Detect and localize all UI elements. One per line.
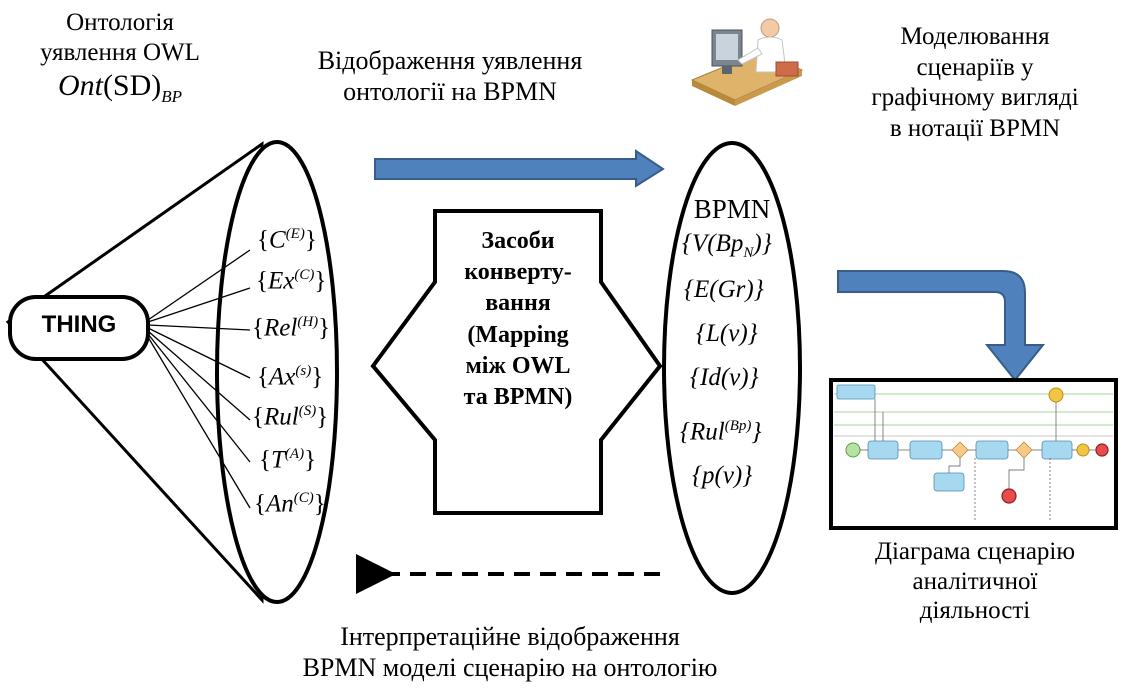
bpmn-diagram-thumbnail: [829, 378, 1118, 530]
converter-double-arrow: [370, 209, 663, 515]
bpmn-set-vertices-end: )}: [753, 230, 772, 257]
diagram-caption: Діаграма сценарію аналітичної діяльності: [830, 537, 1120, 626]
set-rules-sup: (S): [298, 403, 317, 419]
bpmn-set-labels-text: {L(v)}: [696, 320, 758, 347]
set-concepts: {C(E)}: [257, 226, 317, 254]
bottom-label: Інтерпретаційне відображення BPMN моделі…: [230, 622, 790, 683]
diagram-caption-line2: аналітичної: [912, 567, 1038, 595]
set-annotations-sup: (C): [293, 490, 314, 506]
bpmn-set-rules-sup: (Bp): [724, 418, 752, 434]
bpmn-set-vertices: {V(BpN)}: [682, 230, 772, 262]
diagram-caption-line1: Діаграма сценарію: [874, 538, 1076, 565]
modeling-title-line4: в нотації BPMN: [889, 114, 1061, 142]
bpmn-set-properties: {p(v)}: [692, 462, 752, 490]
converter-line5: між OWL: [465, 352, 571, 379]
bottom-label-line1: Інтерпретаційне відображення: [340, 622, 680, 651]
bpmn-title: BPMN: [693, 194, 771, 224]
set-concepts-base: C: [269, 226, 286, 254]
set-annotations-base: An: [266, 490, 294, 518]
bpmn-set-labels: {L(v)}: [696, 320, 758, 348]
ontology-formula-main: Ont: [57, 69, 103, 102]
bent-blue-arrow: [837, 270, 1046, 382]
thing-label: THING: [41, 311, 117, 338]
ontology-title-line1: Онтологія: [66, 9, 174, 36]
bpmn-set-properties-text: {p(v)}: [692, 462, 753, 489]
set-concepts-sup: (E): [285, 226, 305, 242]
top-arrow-label: Відображення уявлення онтології на BPMN: [270, 46, 630, 107]
set-axioms-sup: (s): [295, 363, 312, 379]
set-instances: {Ex(C)}: [256, 267, 327, 295]
ontology-title: Онтологія уявлення OWL Ont(SD)BP: [30, 8, 210, 107]
set-annotations: {An(C)}: [254, 490, 326, 518]
bpmn-set-edges: {E(Gr)}: [684, 276, 764, 304]
ontology-formula: Ont(SD)BP: [30, 68, 210, 107]
top-arrow-label-line2: онтології на BPMN: [343, 76, 557, 106]
top-blue-arrow: [374, 149, 665, 188]
ontology-ellipse: [215, 140, 339, 604]
ontology-formula-paren: (SD): [102, 69, 162, 102]
bpmn-set-ids-text: {Id(v)}: [690, 364, 759, 391]
converter-line2: конверту-: [464, 259, 572, 286]
ontology-formula-sub: BP: [161, 87, 183, 106]
bpmn-set-rules: {Rul(Bp)}: [680, 418, 761, 446]
modeling-title: Моделювання сценаріїв у графічному вигля…: [840, 22, 1110, 144]
bpmn-set-vertices-sub: N: [743, 245, 754, 261]
user-at-computer-icon: [690, 18, 804, 106]
converter-text: Засоби конверту- вання (Mapping між OWL …: [437, 226, 599, 413]
converter-line3: вання: [485, 290, 551, 317]
converter-line4: (Mapping: [467, 321, 569, 348]
set-types: {T(A)}: [259, 446, 317, 474]
set-rules-base: Rul: [264, 403, 299, 431]
bpmn-set-rules-end: }: [751, 418, 762, 446]
converter-line1: Засоби: [481, 228, 555, 254]
bpmn-set-ids: {Id(v)}: [690, 364, 759, 392]
set-rules: {Rul(S)}: [252, 403, 329, 431]
set-types-sup: (A): [284, 446, 305, 462]
set-relations: {Rel(H)}: [252, 314, 331, 342]
bottom-label-line2: BPMN моделі сценарію на онтологію: [302, 652, 718, 682]
set-types-base: T: [271, 446, 285, 474]
set-instances-sup: (C): [294, 267, 315, 283]
modeling-title-line3: графічному вигляді: [871, 84, 1079, 111]
set-instances-base: Ex: [268, 267, 295, 295]
converter-line6: та BPMN): [463, 383, 573, 410]
thing-links: [147, 249, 251, 509]
set-axioms-base: Ax: [269, 363, 296, 391]
set-relations-sup: (H): [297, 314, 319, 330]
diagram-caption-line3: діяльності: [919, 597, 1031, 624]
set-axioms: {Ax(s)}: [257, 363, 324, 391]
bpmn-set-vertices-text: {V(Bp: [682, 230, 744, 257]
top-arrow-label-line1: Відображення уявлення: [317, 46, 583, 75]
bpmn-set-edges-text: {E(Gr)}: [684, 276, 764, 303]
modeling-title-line2: сценаріїв у: [916, 53, 1034, 81]
ontology-title-line2: уявлення OWL: [40, 38, 200, 66]
set-relations-base: Rel: [264, 314, 298, 342]
bpmn-ellipse: [662, 141, 802, 595]
bpmn-set-rules-text: {Rul: [680, 418, 725, 446]
modeling-title-line1: Моделювання: [900, 23, 1050, 50]
